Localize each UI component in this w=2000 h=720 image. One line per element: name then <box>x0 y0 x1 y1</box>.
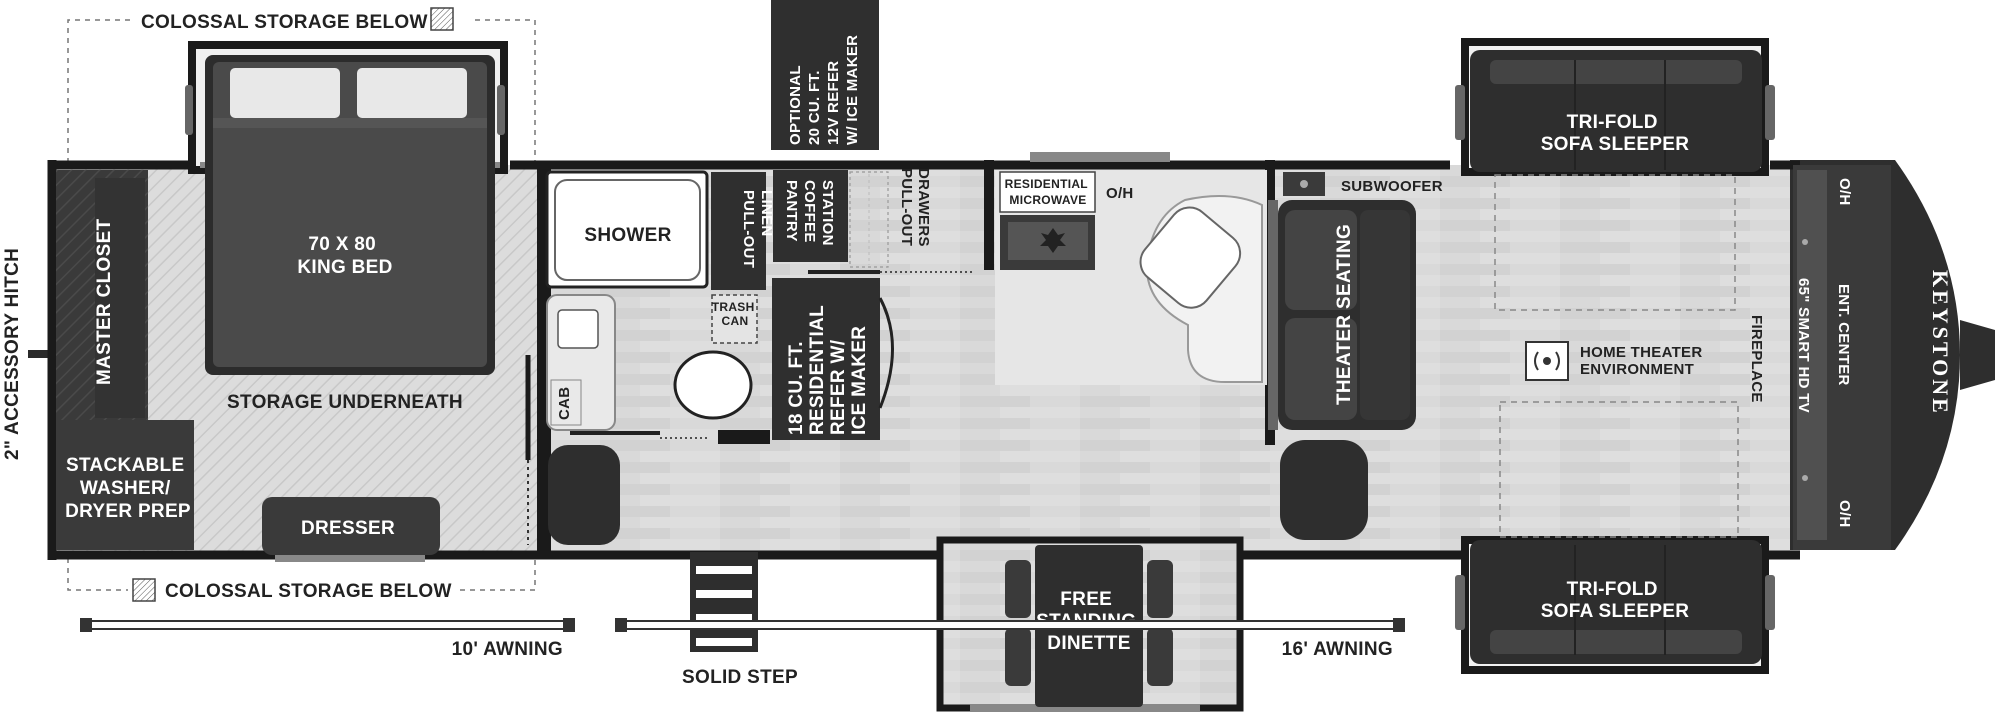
master-closet-label: MASTER CLOSET <box>94 218 115 385</box>
dresser-label: DRESSER <box>301 518 395 539</box>
tv-label: 65" SMART HD TV <box>1795 278 1812 413</box>
pull-out-drawers-label: PULL-OUT DRAWERS <box>898 168 932 251</box>
pull-out-linen-label: PULL-OUT LINEN <box>740 190 775 273</box>
pillow-left <box>230 68 340 118</box>
kitchen-slide-rail <box>1030 152 1170 162</box>
solid-step <box>690 552 758 652</box>
residential-microwave <box>999 171 1096 213</box>
trash-can-label: TRASH CAN <box>712 300 758 328</box>
washer-dryer-prep <box>56 420 194 550</box>
speaker-icon-bottom <box>1802 475 1808 481</box>
theater-seating <box>1268 200 1416 430</box>
pillow-right <box>357 68 467 118</box>
awning-10-label: 10' AWNING <box>452 639 563 660</box>
pull-out-drawers-area <box>849 171 889 268</box>
storage-icon-bottom <box>132 578 156 602</box>
hitch-label: 2" ACCESSORY HITCH <box>2 248 23 460</box>
pantry-label: PANTRY COFFEE STATION <box>783 180 836 247</box>
king-bed-label: 70 X 80 KING BED <box>297 234 392 278</box>
dinette-chair-4 <box>1147 628 1173 686</box>
kitchen-oh-label: O/H <box>1106 185 1134 202</box>
speaker-icon-top <box>1802 239 1808 245</box>
brand-logo: KEYSTONE <box>1928 270 1953 416</box>
recliner-bottom <box>1280 440 1368 540</box>
pantry-coffee-station <box>773 170 848 262</box>
dinette-chair-1 <box>1005 560 1031 618</box>
storage-bottom-label: COLOSSAL STORAGE BELOW <box>165 581 452 602</box>
washer-dryer-label: STACKABLE WASHER/ DRYER PREP <box>65 455 191 522</box>
fireplace-label: FIREPLACE <box>1748 315 1765 403</box>
microwave-label: RESIDENTIAL MICROWAVE <box>1005 177 1092 207</box>
dinette-chair-3 <box>1147 560 1173 618</box>
sofa-top-label: TRI-FOLD SOFA SLEEPER <box>1541 112 1690 155</box>
sofa-top <box>1470 50 1762 172</box>
king-bed <box>205 55 495 375</box>
sofa-bottom-label: TRI-FOLD SOFA SLEEPER <box>1541 579 1690 622</box>
cab-label: CAB <box>556 387 573 420</box>
pull-out-linen <box>711 172 766 290</box>
hitch <box>28 350 58 358</box>
awning-16 <box>615 618 1405 632</box>
shower-label: SHOWER <box>584 225 671 246</box>
home-theater-label: HOME THEATER ENVIRONMENT <box>1580 344 1707 378</box>
toilet <box>673 350 753 420</box>
dinette-chair-2 <box>1005 628 1031 686</box>
awning-16-label: 16' AWNING <box>1282 639 1393 660</box>
subwoofer-label: SUBWOOFER <box>1341 178 1443 195</box>
sofa-top-bed-extent <box>1494 174 1736 311</box>
oh-bottom-label: O/H <box>1836 500 1853 528</box>
residential-refer-label: 18 CU. FT. RESIDENTIAL REFER W/ ICE MAKE… <box>786 300 870 435</box>
sofa-bottom <box>1470 540 1762 664</box>
solid-step-label: SOLID STEP <box>682 667 798 688</box>
awning-10 <box>80 618 575 632</box>
theater-seating-label: THEATER SEATING <box>1334 224 1355 405</box>
trash-can <box>711 294 758 344</box>
subwoofer-icon <box>1300 180 1308 188</box>
entry-chair <box>548 445 620 545</box>
optional-refer <box>771 0 879 150</box>
bathroom-cabinet <box>550 379 582 426</box>
dresser <box>262 497 440 555</box>
storage-underneath-label: STORAGE UNDERNEATH <box>227 392 463 413</box>
optional-refer-label: OPTIONAL 20 CU. FT. 12V REFER W/ ICE MAK… <box>787 35 861 145</box>
storage-icon-top <box>430 7 454 31</box>
kitchen-sink <box>1139 206 1242 309</box>
oh-top-label: O/H <box>1836 178 1853 206</box>
kingpin <box>1960 320 1995 390</box>
ent-center-label: ENT. CENTER <box>1835 284 1852 386</box>
storage-top-label: COLOSSAL STORAGE BELOW <box>141 12 428 33</box>
residential-refer <box>772 278 880 440</box>
